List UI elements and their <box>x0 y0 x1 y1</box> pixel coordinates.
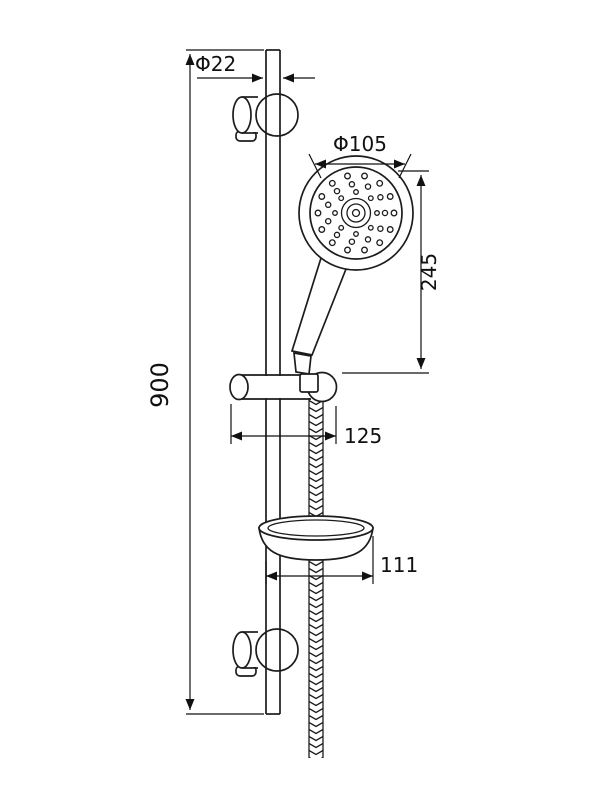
nozzle-dot <box>376 239 384 247</box>
spray-nozzles <box>314 172 398 254</box>
shower-head-body <box>298 155 414 271</box>
nozzle-dot <box>328 239 336 247</box>
nozzle-dot <box>333 187 341 195</box>
nozzle-dot <box>361 246 368 254</box>
nozzle-dot <box>364 236 372 243</box>
dimension-head-diameter: Φ105 <box>308 132 412 179</box>
soap-dish <box>258 515 374 561</box>
hose-nut <box>299 373 319 393</box>
nozzle-dot <box>328 179 336 187</box>
holder-end-cap <box>229 373 249 401</box>
nozzle-dot <box>381 209 389 217</box>
shower-hose <box>308 392 324 758</box>
head-diameter-label: Φ105 <box>333 132 387 156</box>
nozzle-dot <box>353 231 359 237</box>
nozzle-dot <box>377 225 384 232</box>
nozzle-dot <box>324 201 332 209</box>
nozzle-dot <box>318 226 326 233</box>
dimension-soap-dish-offset: 111 <box>265 536 418 584</box>
head-to-holder-label: 245 <box>417 253 441 291</box>
nozzle-dot <box>374 210 380 216</box>
dimension-holder-offset: 125 <box>230 404 382 448</box>
slider-holder <box>229 371 338 403</box>
overall-height-label: 900 <box>146 362 174 408</box>
nozzle-dot <box>348 181 356 188</box>
nozzle-dot <box>348 238 356 245</box>
soap-dish-offset-label: 111 <box>380 553 418 577</box>
nozzle-dot <box>367 195 374 202</box>
top-wall-bracket <box>232 93 299 142</box>
rail-diameter-label: Φ22 <box>195 52 236 76</box>
dimension-overall-height: 900 <box>146 49 264 715</box>
nozzle-dot <box>324 217 332 225</box>
nozzle-dot <box>386 193 394 200</box>
nozzle-dot <box>367 224 374 231</box>
nozzle-dot <box>361 172 368 180</box>
nozzle-dot <box>390 209 398 217</box>
nozzle-dot <box>332 210 338 216</box>
top-bracket-collar <box>255 93 299 137</box>
dimension-rail-diameter: Φ22 <box>195 52 315 83</box>
nozzle-dot <box>364 183 372 190</box>
nozzle-dot <box>333 231 341 239</box>
dimension-head-to-holder: 245 <box>342 170 441 374</box>
handle-ferrule <box>293 351 312 375</box>
nozzle-dot <box>376 179 384 187</box>
holder-offset-label: 125 <box>344 424 382 448</box>
nozzle-dot <box>386 226 394 233</box>
nozzle-dot <box>318 193 326 200</box>
nozzle-dot <box>338 195 345 202</box>
nozzle-dot <box>377 194 384 201</box>
bottom-bracket-collar <box>255 628 299 672</box>
nozzle-dot <box>344 172 351 180</box>
nozzle-dot <box>344 246 351 254</box>
shower-handle <box>290 256 348 356</box>
bottom-wall-bracket <box>232 628 299 677</box>
nozzle-dot <box>338 224 345 231</box>
nozzle-dot <box>314 209 322 217</box>
hand-shower <box>290 155 414 393</box>
nozzle-dot <box>353 189 359 195</box>
